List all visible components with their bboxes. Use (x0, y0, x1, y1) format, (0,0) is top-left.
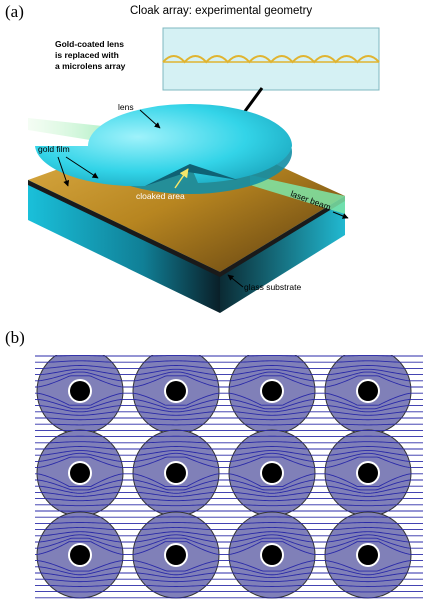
cloak-core (358, 463, 378, 483)
cloak-core (358, 381, 378, 401)
field-line (35, 360, 423, 363)
field-line (35, 485, 423, 494)
field-line (35, 371, 423, 382)
substrate-right-face (220, 196, 345, 313)
cloak-core (70, 463, 90, 483)
field-line (35, 479, 423, 491)
field-line (35, 504, 423, 507)
field-line (35, 417, 423, 421)
panel-a: (a) Cloak array: experimental geometry G… (5, 2, 380, 313)
cloak-core (70, 381, 90, 401)
field-line (35, 566, 423, 576)
cloak-core (262, 381, 282, 401)
note-line-1: Gold-coated lens (55, 39, 124, 49)
cloak-core (358, 545, 378, 565)
field-line (35, 473, 423, 487)
field-line (35, 572, 423, 579)
glass-substrate-label: glass substrate (244, 282, 301, 292)
field-line (35, 446, 423, 450)
substrate-front-face (28, 180, 220, 313)
field-line (35, 365, 423, 369)
cloak-core (70, 545, 90, 565)
cloak-core (166, 463, 186, 483)
cloaked-area-label: cloaked area (136, 191, 185, 201)
field-line (35, 537, 423, 549)
field-line (35, 441, 423, 444)
field-line (35, 491, 423, 497)
field-line (35, 423, 423, 426)
panel-a-title: Cloak array: experimental geometry (130, 5, 312, 17)
panel-a-label: (a) (5, 2, 24, 21)
cloak-core (166, 381, 186, 401)
lens-label: lens (118, 102, 134, 112)
laser-beam-out (250, 175, 345, 214)
field-line (35, 392, 423, 406)
gold-film-label: gold film (38, 144, 70, 154)
cloaked-area-arrow (174, 168, 189, 189)
panel-b: (b) (5, 328, 423, 599)
field-line (35, 411, 423, 416)
field-line (35, 527, 423, 531)
microlens-array-inset (162, 27, 380, 91)
field-line (35, 368, 423, 376)
field-line (35, 522, 423, 524)
field-line (35, 450, 423, 456)
note-line-2: is replaced with (55, 50, 119, 60)
panel-b-label: (b) (5, 328, 25, 347)
cloak-core (262, 545, 282, 565)
field-line (35, 541, 423, 555)
lens (35, 104, 292, 194)
field-line (35, 456, 423, 469)
field-line (35, 531, 423, 537)
field-line (35, 452, 423, 462)
field-line (35, 584, 423, 587)
field-line (35, 375, 423, 388)
cloak-grid (35, 355, 423, 599)
note-line-3: a microlens array (55, 61, 126, 71)
field-line (35, 398, 423, 410)
field-line (35, 405, 423, 413)
cloak-core (166, 545, 186, 565)
field-line (35, 498, 423, 502)
cloak-core (262, 463, 282, 483)
field-line (35, 560, 423, 572)
field-line (35, 578, 423, 583)
field-line (35, 534, 423, 543)
